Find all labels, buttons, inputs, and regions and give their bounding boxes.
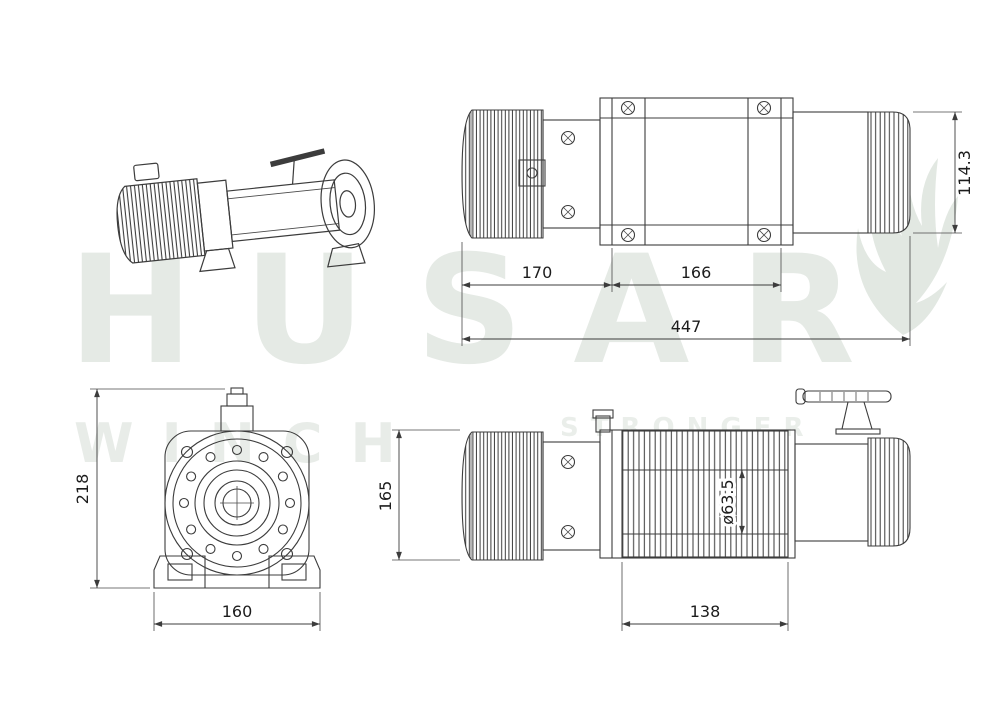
front-circle-ring1 [172, 438, 302, 568]
terminal-stud [592, 409, 614, 433]
front-mount-feet [153, 555, 321, 589]
dim-motor-length: 170 [461, 242, 613, 346]
iso-clutch-handle [269, 148, 326, 168]
dim-body-height: 114.3 [913, 111, 974, 234]
iso-drum-line-bottom [231, 223, 339, 236]
dim-side-height-text: 165 [376, 481, 395, 512]
dim-body-height-text: 114.3 [955, 150, 974, 196]
rope-wraps [621, 430, 789, 558]
drum-housing [599, 97, 794, 246]
front-hub-outer [214, 480, 260, 526]
drum-corner-bolts [620, 100, 772, 243]
dim-drum-length: 166 [612, 248, 782, 292]
view-side-bottom [461, 388, 911, 561]
front-bolt-circle [178, 444, 296, 562]
dim-base-width: 160 [153, 592, 321, 631]
dim-motor-length-text: 170 [522, 263, 553, 282]
front-circle-ring3 [203, 469, 271, 537]
dim-overall-height: 218 [73, 388, 225, 589]
watermark-subtitle: WINCH [74, 412, 424, 475]
view-side-top [461, 97, 911, 246]
motor-flange-plate [542, 119, 601, 229]
iso-mount-foot-left [199, 247, 236, 273]
gear-housing-2 [867, 437, 911, 547]
flange-screw-top [560, 130, 576, 146]
dim-side-height: 165 [376, 429, 460, 561]
dim-rope-width: 138 [621, 562, 789, 631]
iso-motor-cap [133, 162, 160, 182]
motor-terminal [518, 159, 546, 187]
gear-barrel [792, 111, 869, 234]
gear-housing [867, 111, 911, 234]
motor-body [461, 109, 544, 239]
dim-overall-height-text: 218 [73, 474, 92, 505]
iso-drum [226, 179, 341, 243]
clutch-handle [795, 388, 892, 435]
iso-drum-line-top [227, 187, 335, 200]
flange-screw-bottom [560, 204, 576, 220]
motor-terminal-hole [526, 167, 538, 179]
iso-flange-disc [320, 159, 375, 249]
dim-overall-length: 447 [462, 236, 911, 346]
iso-motor-fins [116, 178, 206, 264]
dim-base-width-text: 160 [222, 602, 253, 621]
iso-flange-ring [329, 172, 367, 236]
front-corner-screws [180, 445, 294, 561]
dim-rope-width-text: 138 [690, 602, 721, 621]
flange-screw-top-2 [560, 454, 576, 470]
dim-drum-length-text: 166 [681, 263, 712, 282]
iso-handle-stem [291, 158, 295, 185]
front-circle-ring2 [194, 460, 280, 546]
iso-mount-foot-right [326, 242, 366, 268]
dim-drum-diameter-text: ø63.5 [718, 479, 737, 524]
watermark: HUSAR WINCH STRONGER [68, 158, 958, 475]
motor-body-2 [461, 431, 544, 561]
gear-barrel-2 [794, 443, 869, 542]
front-clutch-bracket [220, 387, 254, 432]
iso-flange-hub [339, 190, 357, 218]
flange-screw-bottom-2 [560, 524, 576, 540]
dim-drum-diameter: ø63.5 [715, 470, 745, 534]
view-front [153, 387, 321, 589]
view-isometric [116, 148, 375, 273]
dim-overall-length-text: 447 [671, 317, 702, 336]
